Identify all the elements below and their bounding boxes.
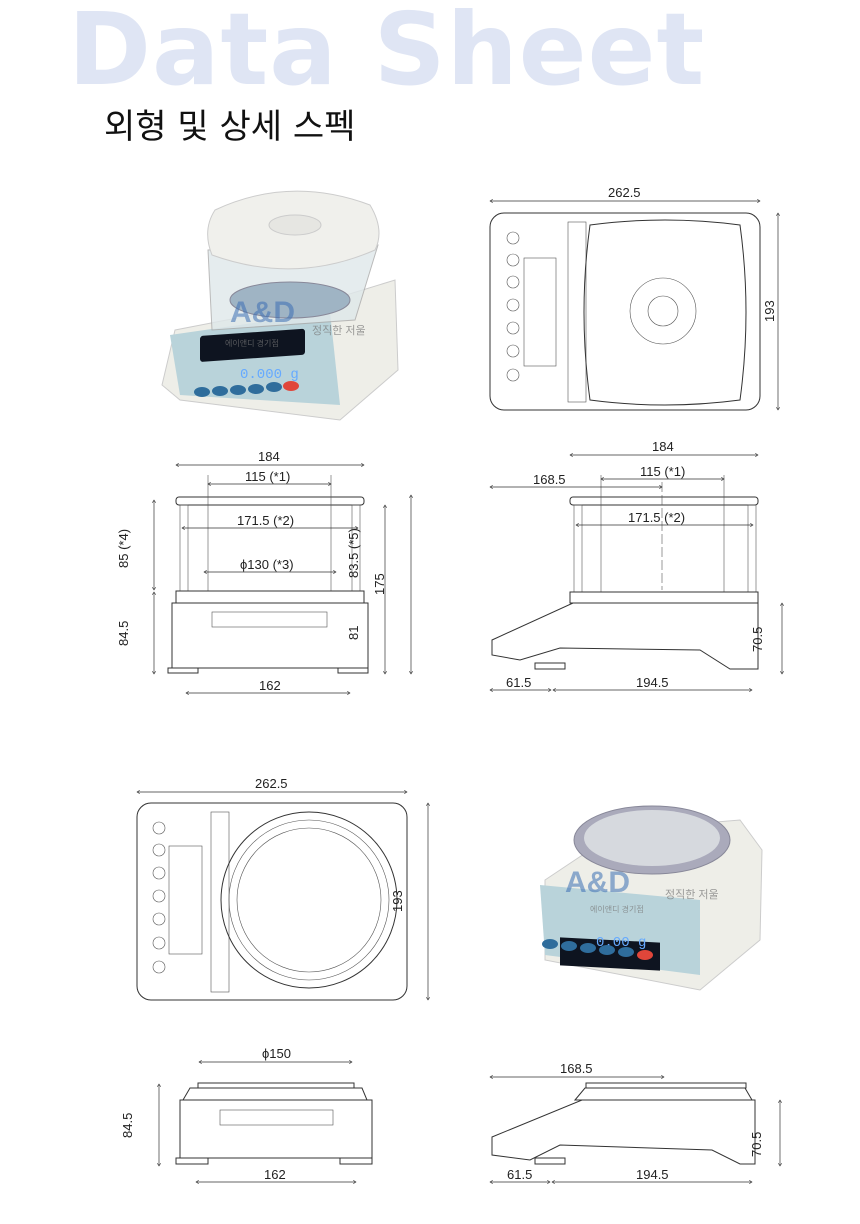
dimension-label: 115 (*1) — [640, 464, 685, 479]
dimension-label: 171.5 (*2) — [628, 510, 685, 525]
dimension-label: 162 — [264, 1167, 286, 1182]
dimension-label: 184 — [258, 449, 280, 464]
dimension-label: 61.5 — [507, 1167, 532, 1182]
dimension-label: 184 — [652, 439, 674, 454]
dimension-label: 정직한 저울 — [665, 888, 719, 901]
page-title: 외형 및 상세 스펙 — [104, 107, 356, 147]
side-view-2: 168.5 70.5 61.5 194.5 — [490, 1061, 780, 1182]
dimension-label: 84.5 — [120, 1113, 135, 1138]
dimension-label: 61.5 — [506, 675, 531, 690]
dimension-label: 262.5 — [255, 776, 288, 791]
dimension-label: 262.5 — [608, 185, 641, 200]
dimension-label: 정직한 저울 — [312, 324, 366, 337]
front-view-1: 184 115 (*1) 171.5 (*2) ϕ130 (*3) 85 (*4… — [116, 449, 411, 693]
logo-watermark: A&D — [230, 296, 295, 329]
dimension-label: 70.5 — [750, 627, 765, 652]
top-view-1: 262.5 193 — [490, 185, 778, 410]
product-photo-round-pan: 0.00 g A&D 정직한 저울 에이앤디 경기점 — [540, 805, 763, 991]
front-view-2: ϕ150 84.5 162 — [120, 1046, 373, 1182]
dimension-label: 194.5 — [636, 1167, 669, 1182]
dimension-label: 84.5 — [116, 621, 131, 646]
dimension-label: 193 — [390, 890, 405, 912]
product-photo-draft-shield: 0.000 g A&D 정직한 저울 에이앤디 경기점 — [161, 190, 399, 421]
dimension-label: ϕ150 — [262, 1046, 291, 1061]
dimension-label: 115 (*1) — [245, 469, 290, 484]
dimension-label: 168.5 — [533, 472, 566, 487]
dimension-label: 에이앤디 경기점 — [225, 338, 279, 348]
dimension-label: 70.5 — [749, 1132, 764, 1157]
dimension-label: 175 — [372, 573, 387, 595]
data-sheet-watermark: Data Sheet — [68, 0, 706, 108]
dimension-label: 194.5 — [636, 675, 669, 690]
logo-watermark: A&D — [565, 866, 630, 899]
dimension-label: 168.5 — [560, 1061, 593, 1076]
dimension-label: 193 — [762, 300, 777, 322]
dimension-label: 171.5 (*2) — [237, 513, 294, 528]
dimension-label: 에이앤디 경기점 — [590, 904, 644, 914]
side-view-1: 184 115 (*1) 168.5 171.5 (*2) 70.5 61.5 … — [490, 439, 782, 690]
dimension-label: 85 (*4) — [116, 529, 131, 568]
top-view-2: 262.5 193 — [137, 776, 428, 1000]
dimension-label: 81 — [346, 626, 361, 640]
dimension-label: 162 — [259, 678, 281, 693]
dimension-label: 83.5 (*5) — [346, 528, 361, 578]
dimension-label: ϕ130 (*3) — [240, 557, 294, 572]
display-readout: 0.000 g — [240, 367, 299, 383]
